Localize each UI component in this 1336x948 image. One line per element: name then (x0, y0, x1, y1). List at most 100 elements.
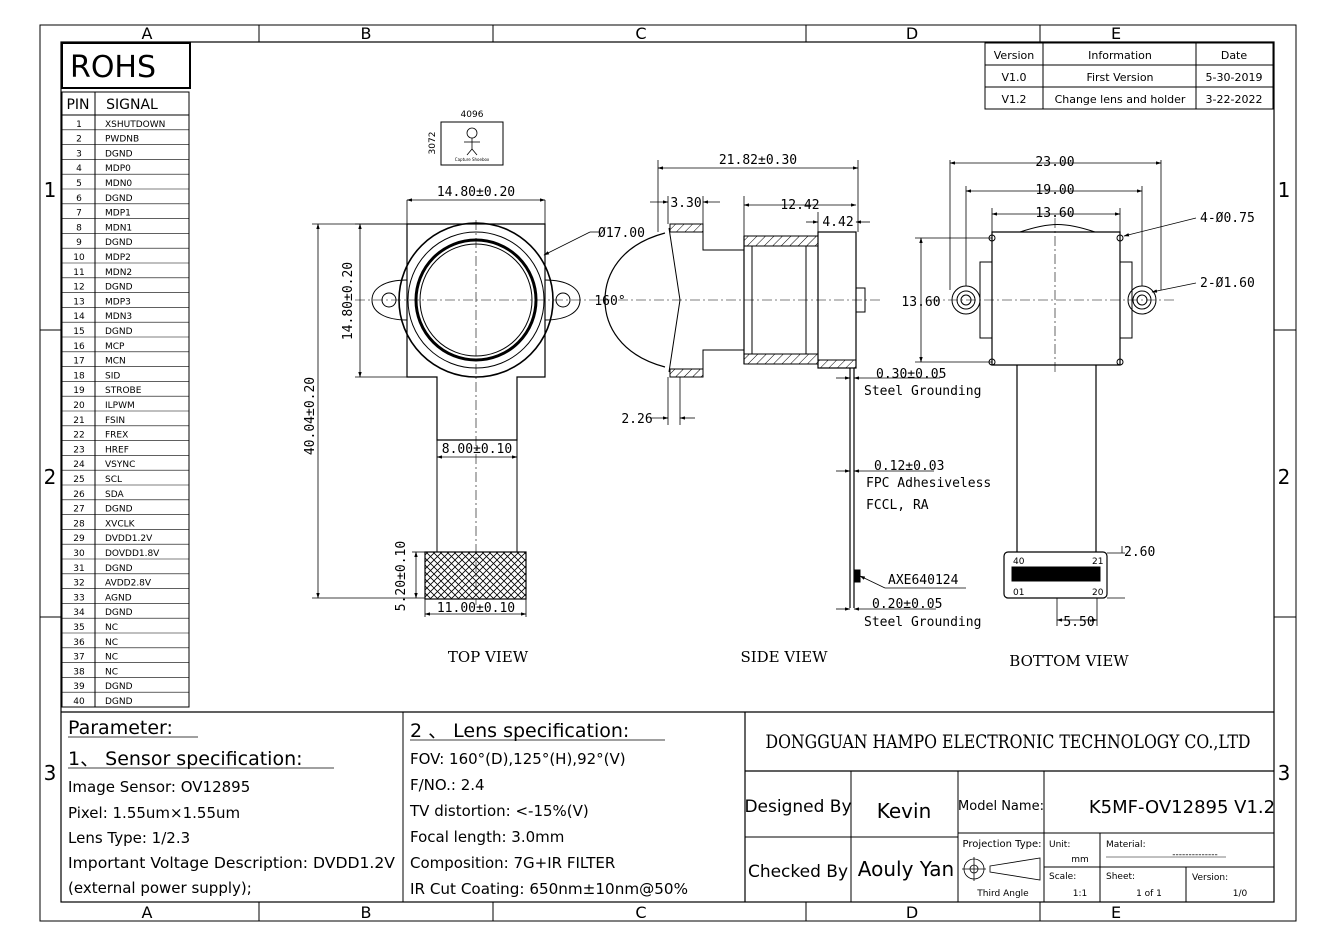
connector-pin-40: 40 (1013, 557, 1025, 567)
pin-number: 23 (73, 445, 84, 455)
scale-label: Scale: (1049, 872, 1076, 882)
pin-signal: DGND (105, 505, 133, 515)
pin-number: 15 (73, 327, 84, 337)
rev-row1-date: 5-30-2019 (1206, 71, 1263, 84)
zone-left-3: 3 (44, 761, 57, 785)
dim-side-angle: 160° (594, 294, 625, 309)
dim-side-e: 0.30±0.05 (876, 367, 946, 382)
dim-top-width: 14.80±0.20 (437, 185, 515, 200)
rev-row1-info: First Version (1086, 71, 1153, 84)
bottom-view-labels: 23.00 19.00 13.60 13.60 4-Ø0.75 2-Ø1.60 … (901, 155, 1254, 670)
top-view (355, 220, 600, 605)
checked-by: Aouly Yan (858, 857, 954, 881)
bottom-view-label: BOTTOM VIEW (1009, 652, 1129, 670)
connector-pin-01: 01 (1013, 588, 1024, 598)
sensor-spec-line-5: (external power supply); (68, 879, 252, 897)
scale-value: 1:1 (1073, 889, 1087, 899)
dim-side-b: 12.42 (780, 198, 819, 213)
sensor-spec-line-4: Important Voltage Description: DVDD1.2V (68, 854, 396, 872)
title-block (745, 770, 1274, 902)
lens-spec-line-5: Composition: 7G+IR FILTER (410, 854, 615, 872)
zone-top-d: D (906, 24, 918, 43)
dim-top-height: 14.80±0.20 (341, 262, 356, 340)
pin-signal: SID (105, 371, 120, 381)
pin-signal: PWDNB (105, 135, 139, 145)
dim-top-total: 40.04±0.20 (303, 377, 318, 455)
pin-number: 40 (73, 697, 85, 707)
pin-signal: MCN (105, 357, 126, 367)
dim-top-lens-diameter: Ø17.00 (598, 226, 645, 241)
pin-signal: AGND (105, 593, 132, 603)
parameter-title: Parameter: (68, 717, 173, 739)
zone-right-2: 2 (1278, 465, 1291, 489)
zone-left-1: 1 (44, 178, 57, 202)
pin-number: 20 (73, 401, 85, 411)
revision-table: Version Information Date V1.0 First Vers… (984, 42, 1274, 110)
designed-by: Kevin (877, 799, 932, 823)
pin-signal: STROBE (105, 386, 142, 396)
pin-number: 21 (73, 416, 84, 426)
pin-number: 37 (73, 653, 84, 663)
dim-side-d: 2.26 (621, 412, 652, 427)
pin-number: 6 (76, 194, 82, 204)
pin-number: 36 (73, 638, 85, 648)
pin-signal: MDP1 (105, 209, 131, 219)
pin-signal: MDP3 (105, 297, 131, 307)
unit-label: Unit: (1049, 840, 1070, 850)
top-view-centerlines (355, 220, 600, 605)
zone-bottom-c: C (635, 903, 646, 922)
pin-number: 34 (73, 608, 85, 618)
zone-labels: A B C D E A B C D E 1 2 3 1 2 3 (44, 24, 1291, 922)
rohs-label: ROHS (70, 50, 156, 85)
pin-number: 10 (73, 253, 85, 263)
company-name: DONGGUAN HAMPO ELECTRONIC TECHNOLOGY CO.… (766, 731, 1251, 753)
rev-header-date: Date (1221, 49, 1248, 62)
pin-number: 4 (76, 164, 82, 174)
pin-signal: AVDD2.8V (105, 579, 152, 589)
pin-signal: DVDD1.2V (105, 534, 153, 544)
checked-by-label: Checked By (748, 862, 848, 882)
zone-bottom-a: A (142, 903, 153, 922)
pin-signal: MDN2 (105, 268, 132, 278)
part-number: AXE640124 (888, 573, 959, 588)
pin-signal: MDN1 (105, 223, 132, 233)
pin-number: 39 (73, 682, 85, 692)
bottom-view-dimensions (915, 160, 1197, 626)
pin-number: 16 (73, 342, 85, 352)
pin-signal: SDA (105, 490, 124, 500)
pin-number: 2 (76, 135, 82, 145)
pin-signal: XSHUTDOWN (105, 120, 165, 130)
pin-signal: DGND (105, 564, 133, 574)
pin-number: 29 (73, 534, 85, 544)
sensor-spec-line-2: Pixel: 1.55um×1.55um (68, 804, 240, 822)
pin-number: 8 (76, 223, 82, 233)
top-view-labels: 14.80±0.20 14.80±0.20 40.04±0.20 8.00±0.… (303, 185, 645, 666)
zone-right-3: 3 (1278, 761, 1291, 785)
projection-type: Third Angle (976, 889, 1029, 899)
dim-bottom-holes-large: 2-Ø1.60 (1200, 276, 1255, 291)
rev-row1-version: V1.0 (1001, 71, 1026, 84)
pin-signal: FREX (105, 431, 128, 441)
pin-number: 12 (73, 283, 84, 293)
pin-number: 13 (73, 297, 84, 307)
pin-signal: NC (105, 667, 118, 677)
lens-spec-line-6: IR Cut Coating: 650nm±10nm@50% (410, 880, 688, 898)
dim-top-connector-width: 11.00±0.10 (437, 601, 515, 616)
pin-signal: MDP2 (105, 253, 131, 263)
note-steel-grounding-2: Steel Grounding (864, 615, 981, 630)
note-fpc-adhesiveless: FPC Adhesiveless (866, 476, 991, 491)
zone-top-e: E (1111, 24, 1121, 43)
dim-top-fpc-width: 8.00±0.10 (442, 442, 512, 457)
dim-side-f: 0.12±0.03 (874, 459, 944, 474)
zone-bottom-d: D (906, 903, 918, 922)
pin-number: 24 (73, 460, 85, 470)
connector-pin-21: 21 (1092, 557, 1103, 567)
pin-number: 14 (73, 312, 85, 322)
zone-top-b: B (361, 24, 372, 43)
dim-bottom-19: 19.00 (1035, 183, 1074, 198)
sheet-label: Sheet: (1106, 872, 1135, 882)
parameter-text: Parameter: 1、 Sensor specification: Imag… (68, 717, 688, 898)
pin-signal: DOVDD1.8V (105, 549, 160, 559)
